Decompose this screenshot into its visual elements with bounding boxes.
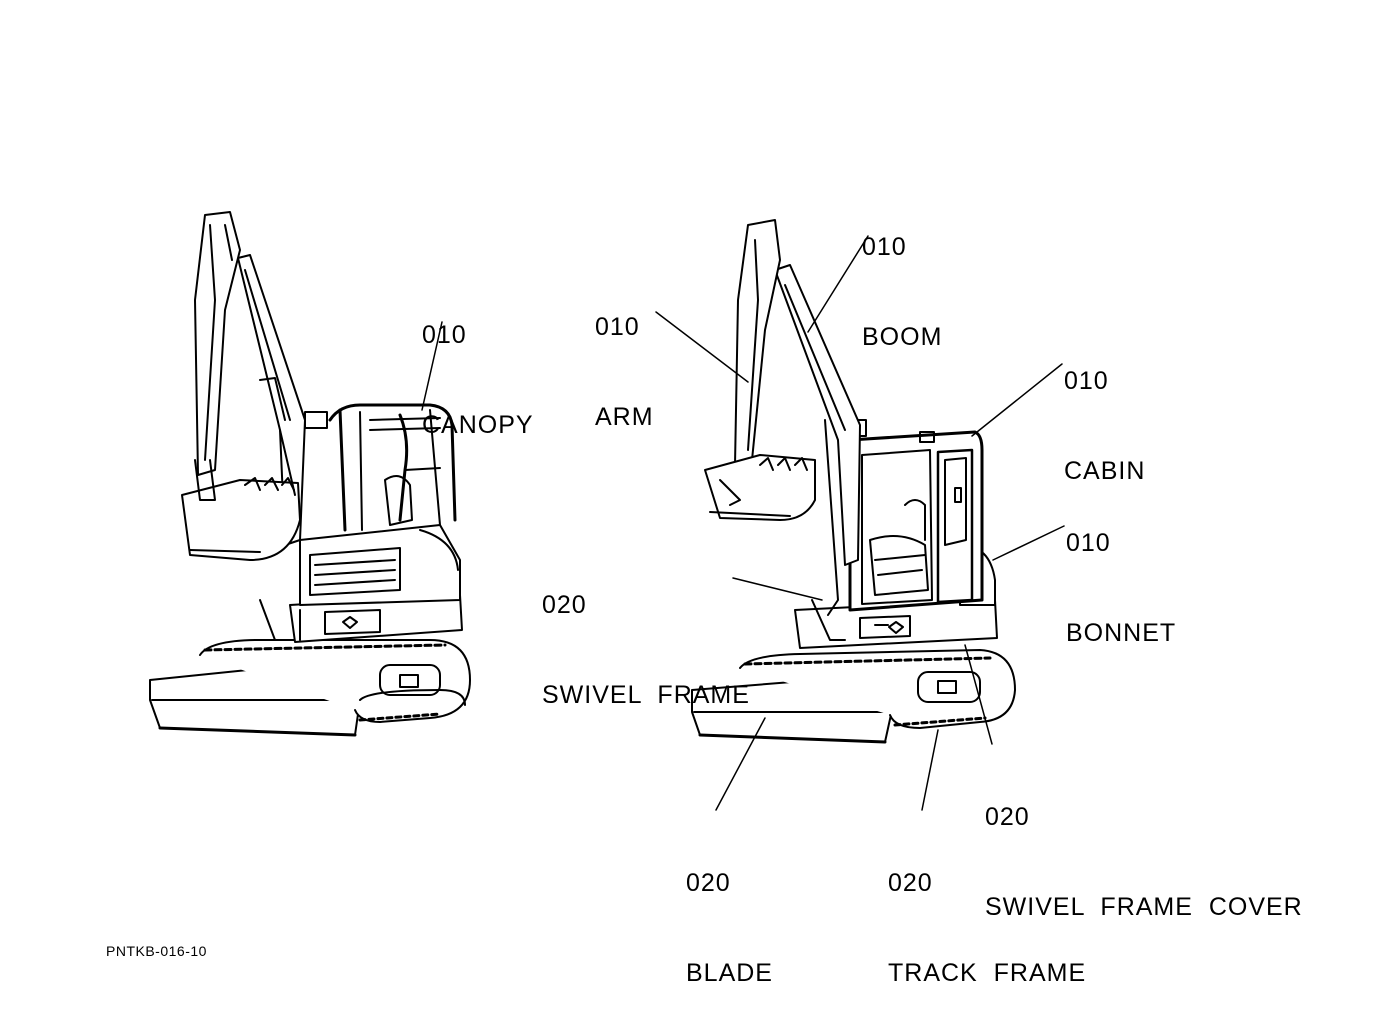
arm-number: 010 bbox=[595, 313, 640, 341]
arm-leader bbox=[655, 311, 749, 383]
swivel-frame-leader bbox=[732, 577, 823, 601]
track-frame-leader bbox=[921, 729, 939, 811]
arm-label: 010 ARM bbox=[595, 252, 654, 462]
cabin-name: CABIN bbox=[1064, 457, 1146, 485]
blade-name: BLADE bbox=[686, 959, 773, 987]
cabin-leader bbox=[971, 363, 1063, 437]
track-frame-label: 020 TRACK FRAME bbox=[888, 808, 1086, 1018]
swivel-frame-number: 020 bbox=[542, 591, 587, 619]
swivel-frame-cover-number: 020 bbox=[985, 803, 1030, 831]
blade-leader bbox=[715, 717, 766, 811]
track-frame-name: TRACK FRAME bbox=[888, 959, 1087, 987]
swivel-frame-cover-label: 020 SWIVEL FRAME COVER bbox=[985, 742, 1303, 952]
canopy-leader bbox=[421, 321, 443, 411]
canopy-name: CANOPY bbox=[422, 411, 534, 439]
boom-label: 010 BOOM bbox=[862, 172, 942, 382]
canopy-number: 010 bbox=[422, 321, 467, 349]
boom-number: 010 bbox=[862, 233, 907, 261]
canopy-excavator-drawing bbox=[149, 211, 471, 737]
swivel-frame-name: SWIVEL FRAME bbox=[542, 681, 750, 709]
boom-leader bbox=[807, 235, 869, 333]
bonnet-number: 010 bbox=[1066, 529, 1111, 557]
bonnet-leader bbox=[992, 525, 1065, 561]
bonnet-name: BONNET bbox=[1066, 619, 1177, 647]
blade-label: 020 BLADE bbox=[686, 808, 773, 1018]
swivel-frame-cover-leader bbox=[964, 644, 993, 745]
drawing-code: PNTKB-016-10 bbox=[106, 943, 207, 959]
track-frame-number: 020 bbox=[888, 869, 933, 897]
swivel-frame-label: 020 SWIVEL FRAME bbox=[542, 530, 750, 740]
cabin-label: 010 CABIN bbox=[1064, 306, 1145, 516]
leader-lines bbox=[421, 235, 1065, 811]
blade-number: 020 bbox=[686, 869, 731, 897]
canopy-label: 010 CANOPY bbox=[422, 260, 534, 470]
arm-name: ARM bbox=[595, 403, 654, 431]
boom-name: BOOM bbox=[862, 323, 943, 351]
swivel-frame-cover-name: SWIVEL FRAME COVER bbox=[985, 893, 1303, 921]
bonnet-label: 010 BONNET bbox=[1066, 468, 1176, 678]
cabin-excavator-drawing bbox=[691, 219, 1016, 744]
cabin-number: 010 bbox=[1064, 367, 1109, 395]
